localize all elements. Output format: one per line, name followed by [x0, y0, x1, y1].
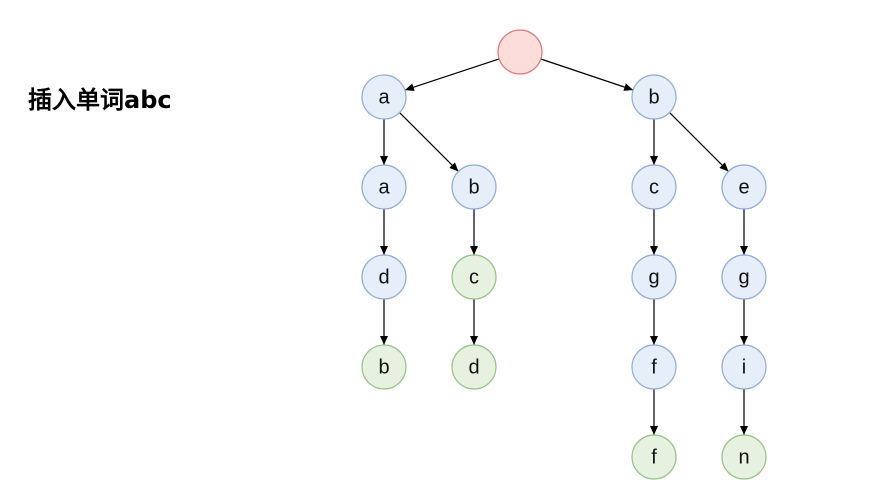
node-circle — [721, 344, 767, 390]
node-label: a — [378, 176, 390, 198]
trie-node-c1: c — [451, 254, 497, 300]
trie-node-b2: b — [451, 164, 497, 210]
node-label: b — [648, 86, 659, 108]
node-label: b — [378, 356, 389, 378]
trie-node-e1: e — [721, 164, 767, 210]
node-circle — [631, 434, 677, 480]
page-title: 插入单词abc — [28, 86, 172, 114]
node-label: f — [651, 446, 657, 468]
node-circle — [497, 29, 543, 75]
edge-root-a1 — [404, 58, 500, 92]
trie-node-b3: b — [361, 344, 407, 390]
node-circle — [361, 254, 407, 300]
edge-root-b1 — [540, 58, 634, 91]
trie-node-g2: g — [721, 254, 767, 300]
node-circle — [631, 344, 677, 390]
node-label: g — [648, 266, 659, 288]
node-circle — [631, 164, 677, 210]
node-label: c — [469, 266, 479, 288]
trie-node-f1: f — [631, 344, 677, 390]
trie-node-f2: f — [631, 434, 677, 480]
edge-a1-b2 — [399, 112, 459, 172]
node-label: b — [468, 176, 479, 198]
trie-node-d1: d — [361, 254, 407, 300]
node-label: f — [651, 356, 657, 378]
node-circle — [361, 164, 407, 210]
edge-b1-e1 — [669, 112, 729, 172]
edges-group — [380, 58, 748, 435]
node-circle — [721, 434, 767, 480]
trie-node-a2: a — [361, 164, 407, 210]
trie-node-b1: b — [631, 74, 677, 120]
node-label: g — [738, 266, 749, 288]
node-label: i — [742, 356, 746, 378]
node-circle — [361, 344, 407, 390]
node-label: e — [738, 176, 749, 198]
node-circle — [361, 74, 407, 120]
node-circle — [631, 254, 677, 300]
node-label: n — [738, 446, 749, 468]
trie-root-node — [497, 29, 543, 75]
node-circle — [631, 74, 677, 120]
trie-node-i1: i — [721, 344, 767, 390]
node-circle — [451, 344, 497, 390]
node-label: d — [468, 356, 479, 378]
trie-node-c2: c — [631, 164, 677, 210]
node-label: c — [649, 176, 659, 198]
trie-node-a1: a — [361, 74, 407, 120]
node-circle — [451, 254, 497, 300]
trie-node-d2: d — [451, 344, 497, 390]
trie-node-g1: g — [631, 254, 677, 300]
node-label: d — [378, 266, 389, 288]
node-circle — [721, 254, 767, 300]
node-label: a — [378, 86, 390, 108]
nodes-group: a b a b d b c d c g f f e g i n — [361, 29, 767, 480]
node-circle — [721, 164, 767, 210]
trie-node-n1: n — [721, 434, 767, 480]
node-circle — [451, 164, 497, 210]
